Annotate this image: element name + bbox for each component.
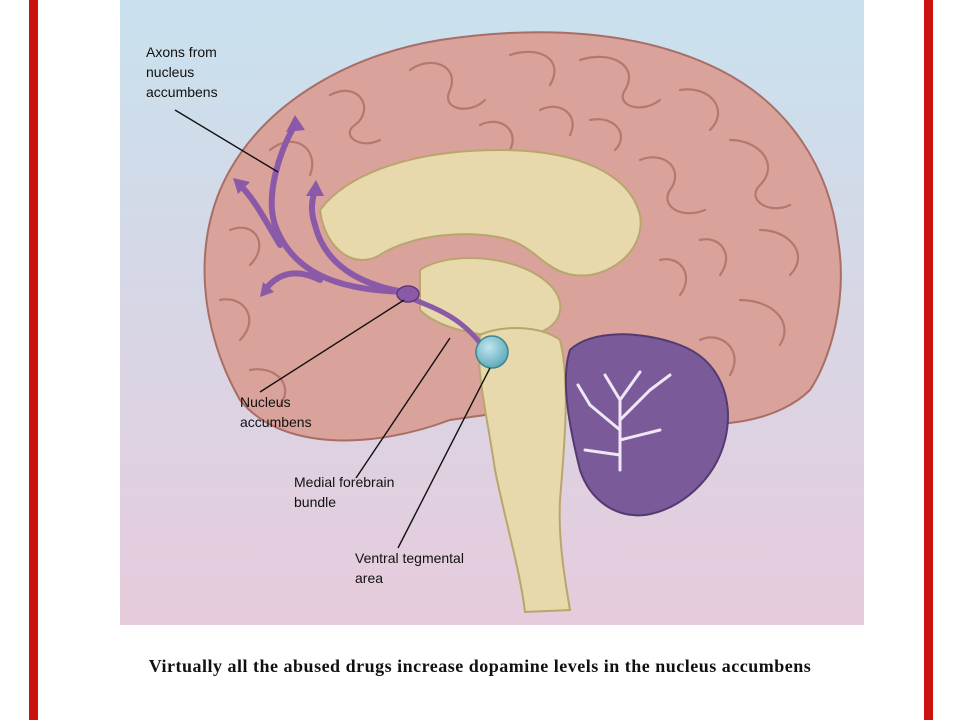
label-ventral-tegmental-area: Ventral tegmental area <box>355 550 468 586</box>
axon-arrowheads <box>233 115 324 297</box>
corpus-callosum <box>318 148 642 277</box>
left-red-border <box>29 0 38 720</box>
label-medial-forebrain-bundle: Medial forebrain bundle <box>294 474 398 510</box>
nucleus-accumbens <box>396 285 420 303</box>
brainstem <box>477 327 572 614</box>
arbor-vitae <box>576 370 672 472</box>
cortex-folds <box>218 50 800 407</box>
leader-lines <box>174 109 491 549</box>
ventral-tegmental-area <box>475 335 509 369</box>
label-axons-from-nucleus-accumbens: Axons from nucleus accumbens <box>146 44 221 100</box>
right-red-border <box>924 0 933 720</box>
accumbens-axons <box>237 122 408 295</box>
label-nucleus-accumbens: Nucleus accumbens <box>240 394 312 430</box>
brain-diagram: Axons from nucleus accumbens Nucleus acc… <box>120 0 864 625</box>
slide-caption: Virtually all the abused drugs increase … <box>148 656 812 676</box>
medial-forebrain-bundle <box>412 297 488 353</box>
brain-diagram-svg: Axons from nucleus accumbens Nucleus acc… <box>120 0 864 625</box>
